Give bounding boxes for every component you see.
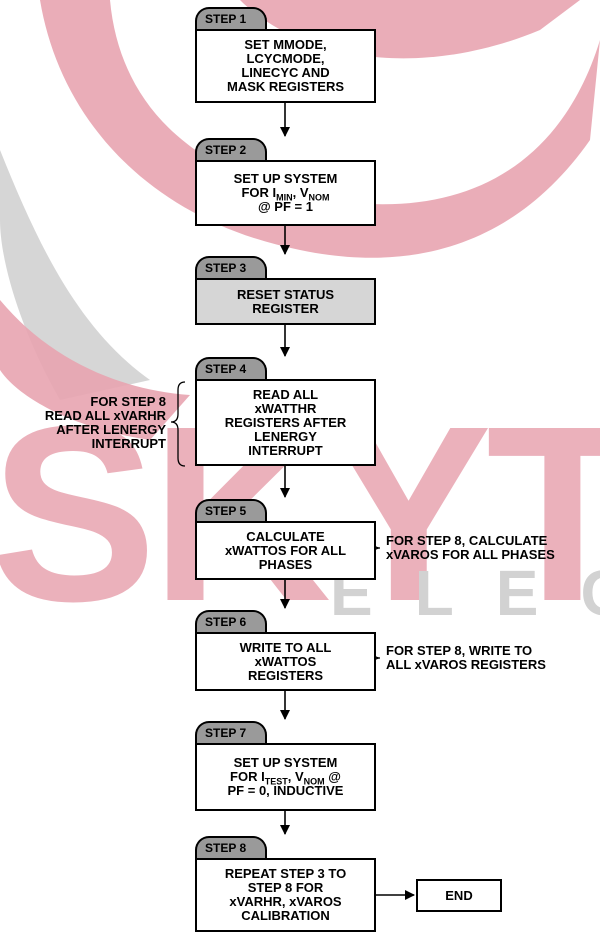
step-7-line3: PF = 0, INDUCTIVE [227, 783, 344, 798]
step-2-line2: FOR IMIN, VNOM [241, 185, 330, 203]
step-2-line3: @ PF = 1 [258, 199, 313, 214]
note-step6-right: FOR STEP 8, WRITE TO ALL xVAROS REGISTER… [386, 643, 546, 672]
step-5-box: CALCULATE xWATTOS FOR ALL PHASES [195, 521, 376, 580]
note-step5-right: FOR STEP 8, CALCULATE xVAROS FOR ALL PHA… [386, 533, 555, 562]
step-2-tab: STEP 2 [195, 138, 267, 160]
step-7-box: SET UP SYSTEM FOR ITEST, VNOM @ PF = 0, … [195, 743, 376, 811]
step-4-box: READ ALL xWATTHR REGISTERS AFTER LENERGY… [195, 379, 376, 466]
step-7-line1: SET UP SYSTEM [233, 755, 338, 770]
step-7-line2: FOR ITEST, VNOM @ [230, 769, 341, 787]
step-4-tab: STEP 4 [195, 357, 267, 379]
step-2-line1: SET UP SYSTEM [233, 171, 338, 186]
step-7-tab: STEP 7 [195, 721, 267, 743]
step-6-tab: STEP 6 [195, 610, 267, 632]
step-5-tab: STEP 5 [195, 499, 267, 521]
step-2-box: SET UP SYSTEM FOR IMIN, VNOM @ PF = 1 [195, 160, 376, 226]
step-8-box: REPEAT STEP 3 TO STEP 8 FOR xVARHR, xVAR… [195, 858, 376, 932]
step-1-box: SET MMODE, LCYCMODE, LINECYC AND MASK RE… [195, 29, 376, 103]
brace-step4-left [170, 381, 186, 467]
step-6-box: WRITE TO ALL xWATTOS REGISTERS [195, 632, 376, 691]
step-3-tab: STEP 3 [195, 256, 267, 278]
end-box: END [416, 879, 502, 912]
step-1-tab: STEP 1 [195, 7, 267, 29]
note-step4-left: FOR STEP 8 READ ALL xVARHR AFTER LENERGY… [44, 394, 166, 451]
step-8-tab: STEP 8 [195, 836, 267, 858]
step-3-box: RESET STATUS REGISTER [195, 278, 376, 325]
